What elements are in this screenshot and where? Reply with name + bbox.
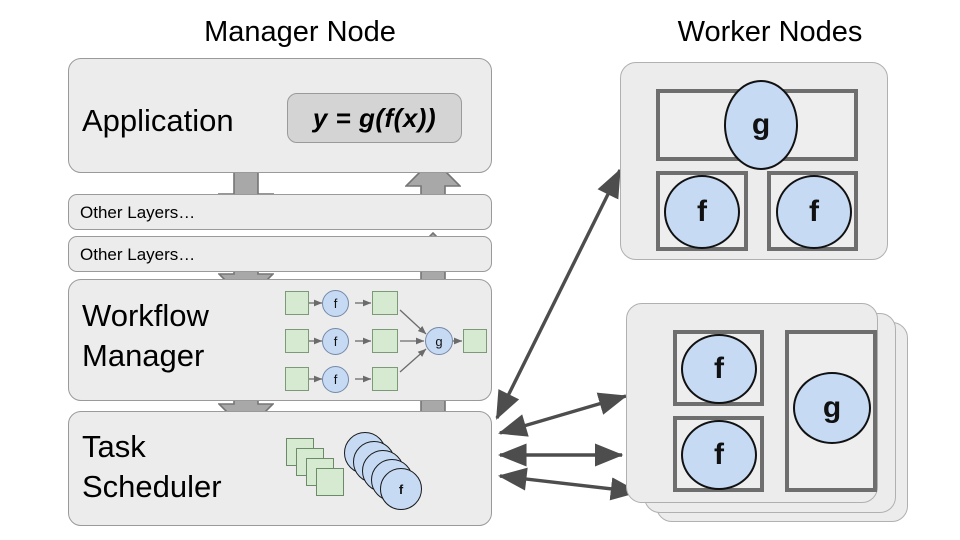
connector-scheduler-worker-top [495, 168, 622, 420]
worker-top-task-f-right: f [776, 175, 852, 249]
worker-bottom-task-g: g [793, 372, 871, 444]
workflow-input-1 [285, 291, 309, 315]
task-scheduler-label-line2: Scheduler [82, 469, 222, 504]
layer-task-scheduler[interactable] [68, 411, 492, 526]
layer-other-layers-2[interactable] [68, 236, 492, 272]
layer-other-layers-1-label: Other Layers… [80, 203, 196, 222]
workflow-manager-label-line2: Manager [82, 338, 205, 373]
workflow-manager-label-line1: Workflow [82, 298, 209, 333]
worker-nodes-title: Worker Nodes [677, 16, 863, 48]
worker-bottom-task-f-bottom: f [681, 420, 757, 490]
layer-other-layers-1[interactable] [68, 194, 492, 230]
workflow-output-3 [372, 367, 398, 391]
worker-node-top[interactable]: g f f [620, 62, 888, 260]
worker-top-task-g: g [724, 80, 798, 170]
worker-bottom-task-f-top: f [681, 334, 757, 404]
task-scheduler-label-line1: Task [82, 429, 146, 464]
workflow-output-1 [372, 291, 398, 315]
workflow-input-2 [285, 329, 309, 353]
workflow-func-f-2: f [322, 328, 349, 355]
scheduler-data-item [316, 468, 344, 496]
connector-scheduler-worker-bottom-3 [497, 467, 640, 501]
workflow-func-f-3: f [322, 366, 349, 393]
scheduler-task-item-front: f [380, 468, 422, 510]
workflow-reduce-g: g [425, 327, 453, 355]
connector-scheduler-worker-bottom-1 [498, 392, 628, 437]
application-formula: y = g(f(x)) [287, 93, 462, 143]
layer-application-label: Application [82, 103, 234, 138]
manager-node-title: Manager Node [204, 16, 396, 48]
workflow-final-output [463, 329, 487, 353]
worker-top-task-f-left: f [664, 175, 740, 249]
workflow-input-3 [285, 367, 309, 391]
workflow-func-f-1: f [322, 290, 349, 317]
layer-other-layers-2-label: Other Layers… [80, 245, 196, 264]
workflow-output-2 [372, 329, 398, 353]
worker-node-bottom[interactable]: f f g [626, 303, 878, 503]
